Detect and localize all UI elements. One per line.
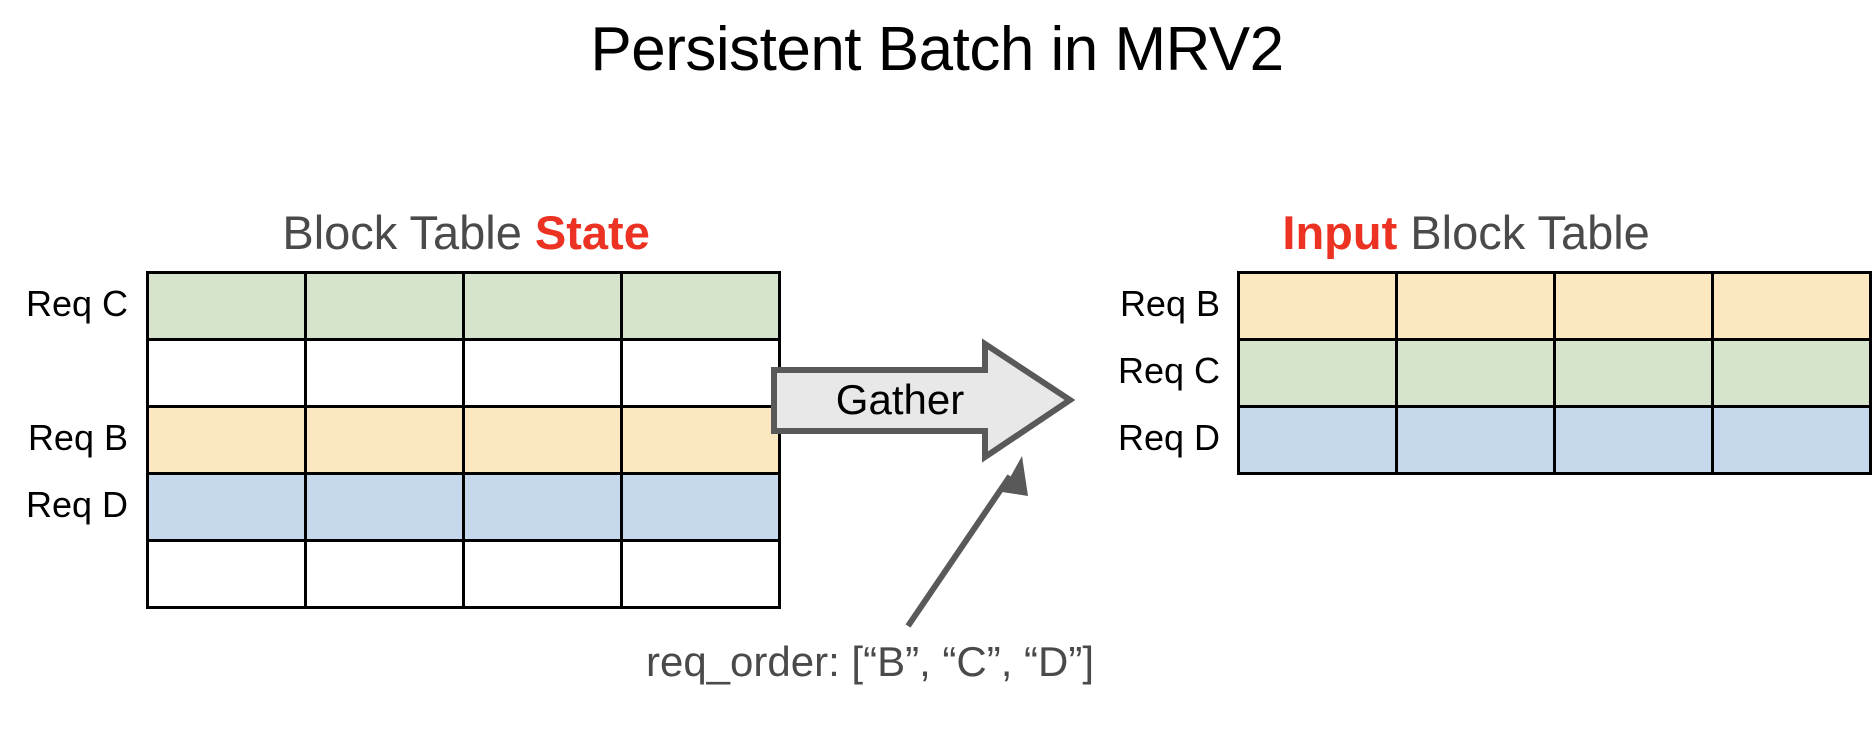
input-table-body xyxy=(1237,271,1872,475)
row-label-req-c: Req C xyxy=(25,283,128,324)
block-cell xyxy=(1395,271,1556,341)
row-label-req-d: Req D xyxy=(25,484,128,525)
block-cell xyxy=(620,271,781,341)
block-cell xyxy=(1237,271,1398,341)
right-heading-suffix: Block Table xyxy=(1397,206,1650,259)
input-block-table xyxy=(1237,271,1872,475)
row-label-req-c: Req C xyxy=(1117,350,1220,391)
table-row xyxy=(146,539,781,609)
block-cell xyxy=(620,539,781,609)
block-cell xyxy=(1553,405,1714,475)
block-cell xyxy=(1711,405,1872,475)
block-cell xyxy=(146,271,307,341)
row-label-req-b: Req B xyxy=(27,417,128,458)
caption-pointer-line xyxy=(905,456,1028,628)
block-cell xyxy=(1237,405,1398,475)
block-cell xyxy=(146,539,307,609)
block-table-state xyxy=(146,271,781,609)
block-cell xyxy=(620,405,781,475)
block-cell xyxy=(1237,338,1398,408)
block-cell xyxy=(1711,271,1872,341)
block-cell xyxy=(462,472,623,542)
row-label-req-b: Req B xyxy=(1119,283,1220,324)
block-cell xyxy=(304,271,465,341)
block-cell xyxy=(1553,271,1714,341)
block-cell xyxy=(304,472,465,542)
block-cell xyxy=(304,539,465,609)
right-panel-heading: Input Block Table xyxy=(1050,150,1830,315)
block-cell xyxy=(1711,338,1872,408)
table-row xyxy=(146,338,781,408)
left-panel-heading: Block Table State xyxy=(140,150,740,315)
block-cell xyxy=(1395,338,1556,408)
table-row xyxy=(146,405,781,475)
left-heading-accent: State xyxy=(534,206,650,259)
table-row xyxy=(1237,271,1872,341)
table-row xyxy=(146,271,781,341)
block-cell xyxy=(304,405,465,475)
table-row xyxy=(1237,405,1872,475)
block-cell xyxy=(146,472,307,542)
table-row xyxy=(146,472,781,542)
block-cell xyxy=(1553,338,1714,408)
block-cell xyxy=(462,405,623,475)
right-heading-accent: Input xyxy=(1282,206,1398,259)
block-cell xyxy=(1395,405,1556,475)
block-cell xyxy=(462,338,623,408)
page-title: Persistent Batch in MRV2 xyxy=(590,15,1284,84)
left-heading-prefix: Block Table xyxy=(282,206,535,259)
block-cell xyxy=(146,405,307,475)
state-table-body xyxy=(146,271,781,609)
block-cell xyxy=(620,472,781,542)
block-cell xyxy=(620,338,781,408)
row-label-req-d: Req D xyxy=(1117,417,1220,458)
req-order-caption: req_order: [“B”, “C”, “D”] xyxy=(645,638,1095,685)
right-arrow-icon xyxy=(771,338,1075,463)
table-row xyxy=(1237,338,1872,408)
block-cell xyxy=(304,338,465,408)
block-cell xyxy=(146,338,307,408)
block-cell xyxy=(462,271,623,341)
block-cell xyxy=(462,539,623,609)
